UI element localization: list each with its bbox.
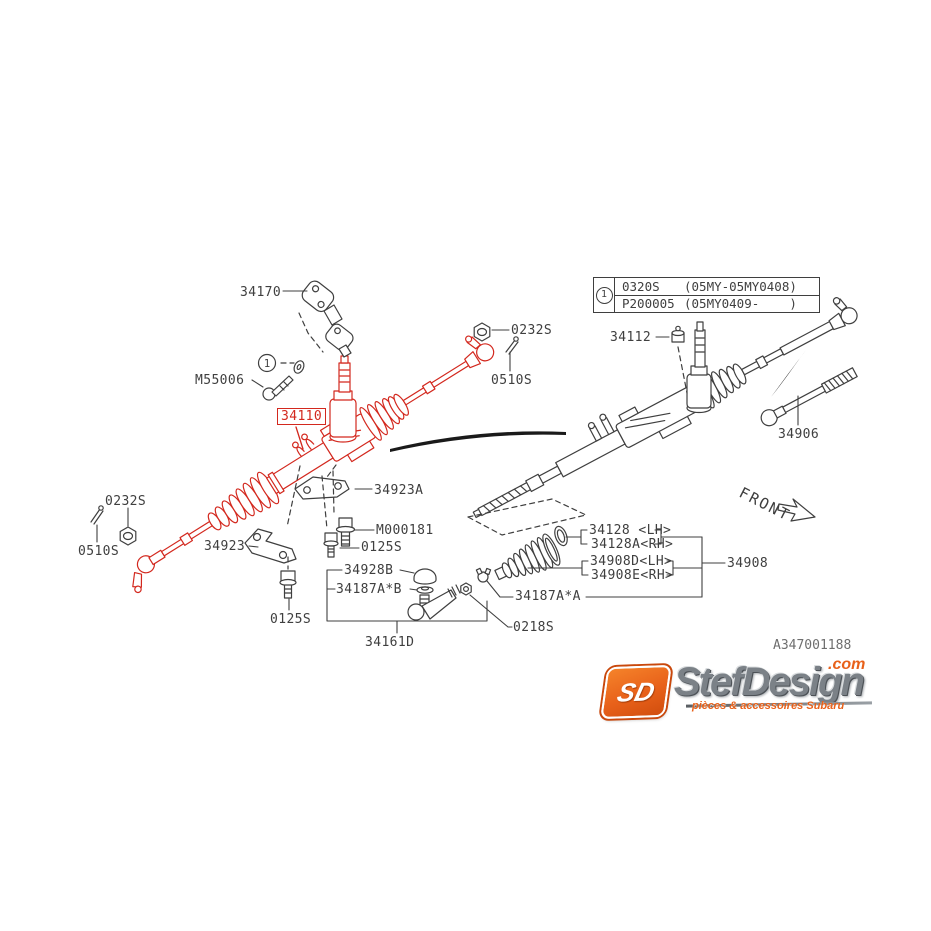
part-callout-0125s: 0125S — [270, 612, 312, 627]
part-callout-0510s: 0510S — [78, 544, 120, 559]
nut-0232s-right-icon — [473, 322, 491, 342]
part-code: 0320S — [622, 278, 660, 294]
circled-1-text: 1 — [264, 358, 270, 370]
part-callout-34906: 34906 — [778, 427, 820, 442]
part-code: P200005 — [622, 296, 675, 312]
model-range: (05MY0409- ) — [684, 296, 797, 312]
left-boot-bellows — [207, 471, 280, 531]
part-callout-0232s: 0232S — [511, 323, 553, 338]
part-callout-34161d: 34161D — [365, 635, 415, 650]
tie-rod-end-detail-drawing — [407, 568, 461, 621]
table-row: P200005 (05MY0409- ) — [615, 296, 819, 313]
logo-monogram: SD — [614, 675, 658, 708]
fitting-34112-icon — [671, 325, 685, 343]
washer-icon — [293, 360, 305, 374]
bolt-m55006-icon — [262, 375, 294, 401]
highlight-leader-line — [295, 426, 304, 450]
part-callout-0232s: 0232S — [105, 494, 147, 509]
inner-tie-rod-drawing — [760, 367, 858, 427]
part-callout-34908: 34908 — [727, 556, 769, 571]
part-callout-34128lh: 34128 <LH> — [589, 523, 672, 538]
part-callout-m55006: M55006 — [195, 373, 245, 388]
part-callout-34908dlh: 34908D<LH> — [590, 554, 673, 569]
part-callout-m000181: M000181 — [376, 523, 434, 538]
front-arrow-icon — [777, 498, 816, 522]
circled-1-icon: 1 — [595, 286, 613, 304]
cotter-pin-0510s-left-icon — [90, 505, 104, 525]
part-callout-34128arh: 34128A<RH> — [591, 537, 674, 552]
logo-badge-icon: SD — [600, 664, 672, 720]
right-pinion-tower — [686, 321, 712, 414]
leader-lines — [96, 290, 799, 634]
vendor-logo: SD StefDesign .com pièces & accessoires … — [600, 656, 875, 726]
logo-tld: .com — [828, 656, 866, 673]
table-row: 0320S (05MY-05MY0408) — [615, 278, 819, 296]
bolt-0125s-right-icon — [323, 532, 339, 558]
logo-wordmark: StefDesign — [674, 660, 865, 704]
assembly-dashed-lines — [280, 312, 688, 570]
part-callout-34928b: 34928B — [344, 563, 394, 578]
table-marker-cell: 1 — [594, 278, 615, 312]
rotation-arrow — [771, 350, 806, 397]
boot-clamp-ring — [554, 525, 568, 547]
lock-nut-0218s-icon — [460, 582, 472, 596]
part-callout-34908erh: 34908E<RH> — [591, 568, 674, 583]
left-pinion-tower — [329, 355, 357, 443]
bracket-34923a-icon — [294, 476, 350, 500]
part-callout-34923a: 34923A — [374, 483, 424, 498]
nut-0232s-left-icon — [119, 526, 137, 546]
right-boot-bellows — [359, 393, 410, 441]
part-callout-0218s: 0218S — [513, 620, 555, 635]
part-callout-34187aa: 34187A*A — [515, 589, 581, 604]
part-callout-34923: 34923 — [204, 539, 246, 554]
circled-1-marker — [257, 353, 277, 373]
diagram-reference-code: A347001188 — [773, 638, 852, 653]
part-callout-34112: 34112 — [610, 330, 652, 345]
front-direction — [777, 498, 816, 522]
part-callout-34170: 34170 — [240, 285, 282, 300]
logo-tagline: pièces & accessoires Subaru — [692, 700, 845, 712]
boot-position-outline — [467, 498, 587, 536]
part-callout-34187ab: 34187A*B — [336, 582, 402, 597]
band-clamp-icon — [475, 567, 492, 583]
part-callout-0510s: 0510S — [491, 373, 533, 388]
bolt-m000181-icon — [335, 517, 356, 547]
column-joint-drawing — [301, 280, 354, 358]
bracket-34923-icon — [244, 528, 297, 564]
part-callout-34110: 34110 — [277, 408, 327, 425]
boot-detail-drawing — [494, 533, 561, 581]
bolt-0125s-bottom-icon — [279, 570, 297, 599]
part-callout-0125s: 0125S — [361, 540, 403, 555]
model-range: (05MY-05MY0408) — [684, 278, 797, 294]
divider-swoosh — [390, 431, 566, 452]
steering-rack-left-drawing — [132, 335, 495, 594]
applicability-table: 1 0320S (05MY-05MY0408) P200005 (05MY040… — [593, 277, 820, 313]
steering-rack-right-drawing — [472, 297, 858, 519]
